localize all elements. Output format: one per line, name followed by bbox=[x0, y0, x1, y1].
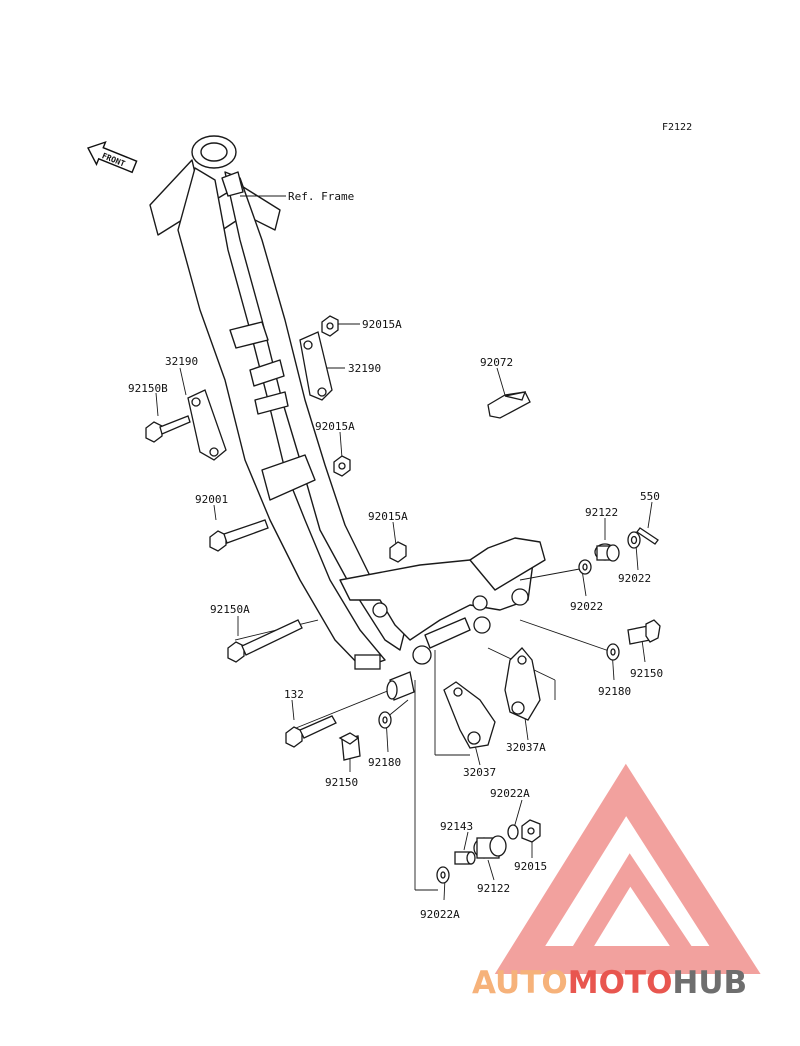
label-92015A-3: 92015A bbox=[368, 510, 408, 523]
label-92015A-1: 92015A bbox=[362, 318, 402, 331]
label-92072: 92072 bbox=[480, 356, 513, 369]
watermark-text: AUTOMOTOHUB bbox=[472, 965, 747, 1001]
part-bolt-92150B bbox=[145, 415, 191, 443]
figure-code: F2122 bbox=[662, 122, 692, 133]
label-92022-mid: 92022 bbox=[570, 600, 603, 613]
label-92022A-top: 92022A bbox=[490, 787, 530, 800]
part-collar-92122-bottom bbox=[473, 835, 507, 859]
label-32037A: 32037A bbox=[506, 741, 546, 754]
label-92015-bottom: 92015 bbox=[514, 860, 547, 873]
label-92122-bottom: 92122 bbox=[477, 882, 510, 895]
label-92150-left: 92150 bbox=[325, 776, 358, 789]
watermark-auto: AUTO bbox=[472, 965, 568, 1001]
part-washer-92022A-top bbox=[507, 824, 519, 840]
label-92180-left: 92180 bbox=[368, 756, 401, 769]
part-bolt-92150A bbox=[227, 619, 303, 663]
leader-lines bbox=[155, 195, 653, 901]
part-washer-92022A-bottom bbox=[436, 866, 450, 884]
label-92122-top: 92122 bbox=[585, 506, 618, 519]
part-washer-92022-right bbox=[627, 531, 641, 549]
front-arrow-icon: FRONT bbox=[87, 140, 138, 174]
part-bolt-92150-left bbox=[338, 732, 361, 761]
label-92143: 92143 bbox=[440, 820, 473, 833]
part-collar-92122-top bbox=[594, 543, 620, 562]
label-92150A: 92150A bbox=[210, 603, 250, 616]
label-32190-left: 32190 bbox=[165, 355, 198, 368]
part-bracket-32037A bbox=[504, 647, 541, 721]
label-92022A-bottom: 92022A bbox=[420, 908, 460, 921]
part-collar-cross bbox=[386, 671, 415, 701]
main-frame bbox=[149, 135, 546, 670]
label-92001: 92001 bbox=[195, 493, 228, 506]
label-92015A-2: 92015A bbox=[315, 420, 355, 433]
part-nut-92015A-2 bbox=[333, 455, 351, 477]
label-92150-right: 92150 bbox=[630, 667, 663, 680]
part-pin-550 bbox=[636, 527, 659, 545]
part-bolt-92150-right bbox=[627, 619, 661, 645]
watermark-moto: MOTO bbox=[568, 965, 673, 1001]
part-washer-92180-right bbox=[606, 643, 620, 661]
part-collar-92143 bbox=[454, 851, 476, 865]
watermark-hub: HUB bbox=[672, 965, 747, 1001]
part-nut-92015A-1 bbox=[321, 315, 339, 337]
watermark-logo bbox=[494, 763, 761, 974]
part-bracket-32190-right bbox=[299, 331, 333, 401]
part-washer-92022-mid bbox=[578, 559, 592, 575]
label-92150B: 92150B bbox=[128, 382, 168, 395]
part-washer-92180-left bbox=[378, 711, 392, 729]
part-bracket-32190-left bbox=[187, 389, 227, 461]
label-32190-right: 32190 bbox=[348, 362, 381, 375]
part-bolt-92001 bbox=[209, 519, 269, 552]
part-nut-92015A-3 bbox=[389, 541, 407, 563]
part-nut-92015-bottom bbox=[521, 819, 541, 843]
ref-frame-label: Ref. Frame bbox=[288, 190, 354, 203]
part-clamp-92072 bbox=[487, 391, 531, 419]
label-92022-right: 92022 bbox=[618, 572, 651, 585]
label-132: 132 bbox=[284, 688, 304, 701]
label-92180-right: 92180 bbox=[598, 685, 631, 698]
part-bracket-32037 bbox=[443, 681, 496, 749]
label-550: 550 bbox=[640, 490, 660, 503]
part-bolt-132 bbox=[285, 715, 337, 748]
label-32037: 32037 bbox=[463, 766, 496, 779]
